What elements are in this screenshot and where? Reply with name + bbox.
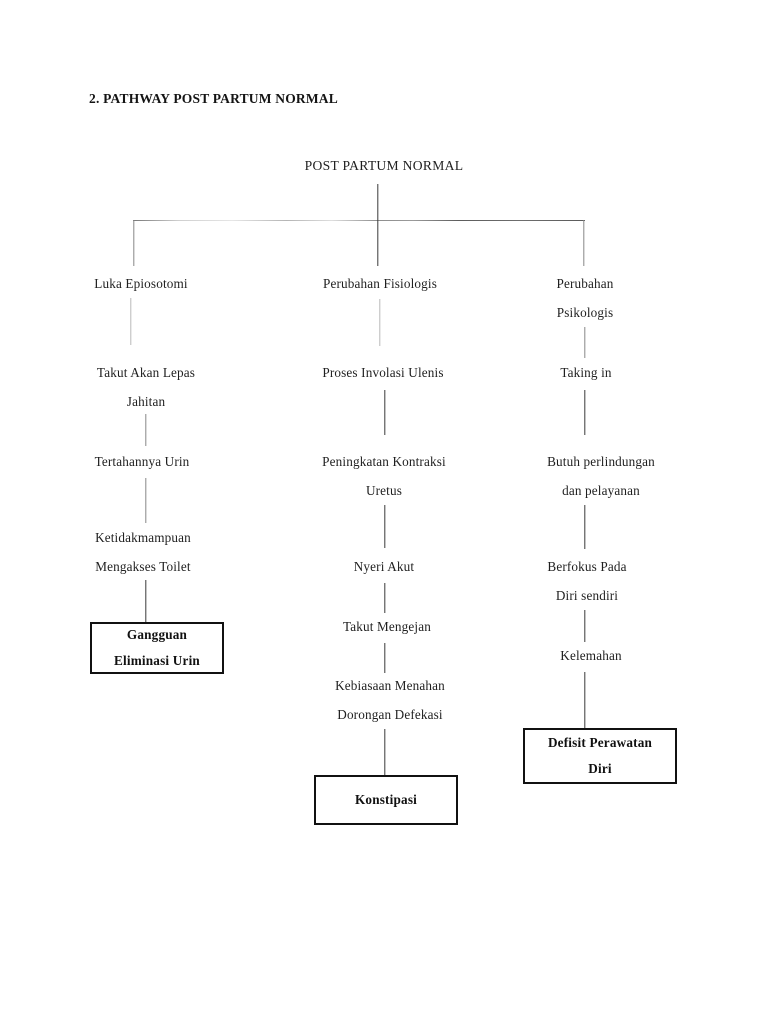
connector-bus-drop-right xyxy=(583,220,585,266)
connector-c2-4 xyxy=(384,583,386,613)
flow-node-perubahan-psikologis: Perubahan Psikologis xyxy=(556,276,614,320)
flow-node-butuh-perlindungan-dan-pelayanan: Butuh perlindungan dan pelayanan xyxy=(547,454,655,498)
connector-c1-2 xyxy=(145,414,147,446)
outcome-box-konstipasi[interactable]: Konstipasi xyxy=(314,775,458,825)
flow-node-root: POST PARTUM NORMAL xyxy=(304,158,464,173)
flow-node-perubahan-fisiologis: Perubahan Fisiologis xyxy=(323,276,437,291)
connector-c2-3 xyxy=(384,505,386,548)
connector-c3-3 xyxy=(584,505,586,549)
connector-c1-1 xyxy=(130,298,132,345)
page-title: 2. PATHWAY POST PARTUM NORMAL xyxy=(89,91,338,106)
outcome-box-defisit-perawatan-diri[interactable]: Defisit Perawatan Diri xyxy=(523,728,677,784)
flow-node-berfokus-pada-diri-sendiri: Berfokus Pada Diri sendiri xyxy=(547,559,627,603)
connector-c3-4 xyxy=(584,610,586,642)
connector-c1-4 xyxy=(145,580,147,622)
flow-node-luka-epiosotomi: Luka Epiosotomi xyxy=(94,276,188,291)
connector-root-stem xyxy=(377,184,379,221)
connector-c3-5 xyxy=(584,672,586,728)
connector-c2-6 xyxy=(384,729,386,775)
connector-c2-2 xyxy=(384,390,386,435)
connector-c2-5 xyxy=(384,643,386,673)
flow-node-kebiasaan-menahan-dorongan-defekasi: Kebiasaan Menahan Dorongan Defekasi xyxy=(335,678,445,722)
outcome-box-gangguan-eliminasi-urin[interactable]: Gangguan Eliminasi Urin xyxy=(90,622,224,674)
connector-bus-drop-left xyxy=(132,220,135,266)
connector-c1-3 xyxy=(145,478,147,523)
flow-node-takut-akan-lepas-jahitan: Takut Akan Lepas Jahitan xyxy=(96,365,196,409)
connector-horizontal-bus xyxy=(133,220,585,222)
flow-node-kelemahan: Kelemahan xyxy=(560,648,622,663)
flow-node-taking-in: Taking in xyxy=(560,365,612,380)
flow-node-peningkatan-kontraksi-uretus: Peningkatan Kontraksi Uretus xyxy=(322,454,446,498)
flow-node-takut-mengejan: Takut Mengejan xyxy=(343,619,431,634)
flow-node-ketidakmampuan-mengakses-toilet: Ketidakmampuan Mengakses Toilet xyxy=(95,530,191,574)
connector-c3-1 xyxy=(584,327,586,358)
connector-bus-drop-center xyxy=(377,220,379,266)
flow-node-proses-involasi-ulenis: Proses Involasi Ulenis xyxy=(322,365,444,380)
flow-node-nyeri-akut: Nyeri Akut xyxy=(353,559,415,574)
flow-node-tertahannya-urin: Tertahannya Urin xyxy=(94,454,190,469)
connector-c2-1 xyxy=(379,299,381,346)
connector-c3-2 xyxy=(584,390,586,435)
